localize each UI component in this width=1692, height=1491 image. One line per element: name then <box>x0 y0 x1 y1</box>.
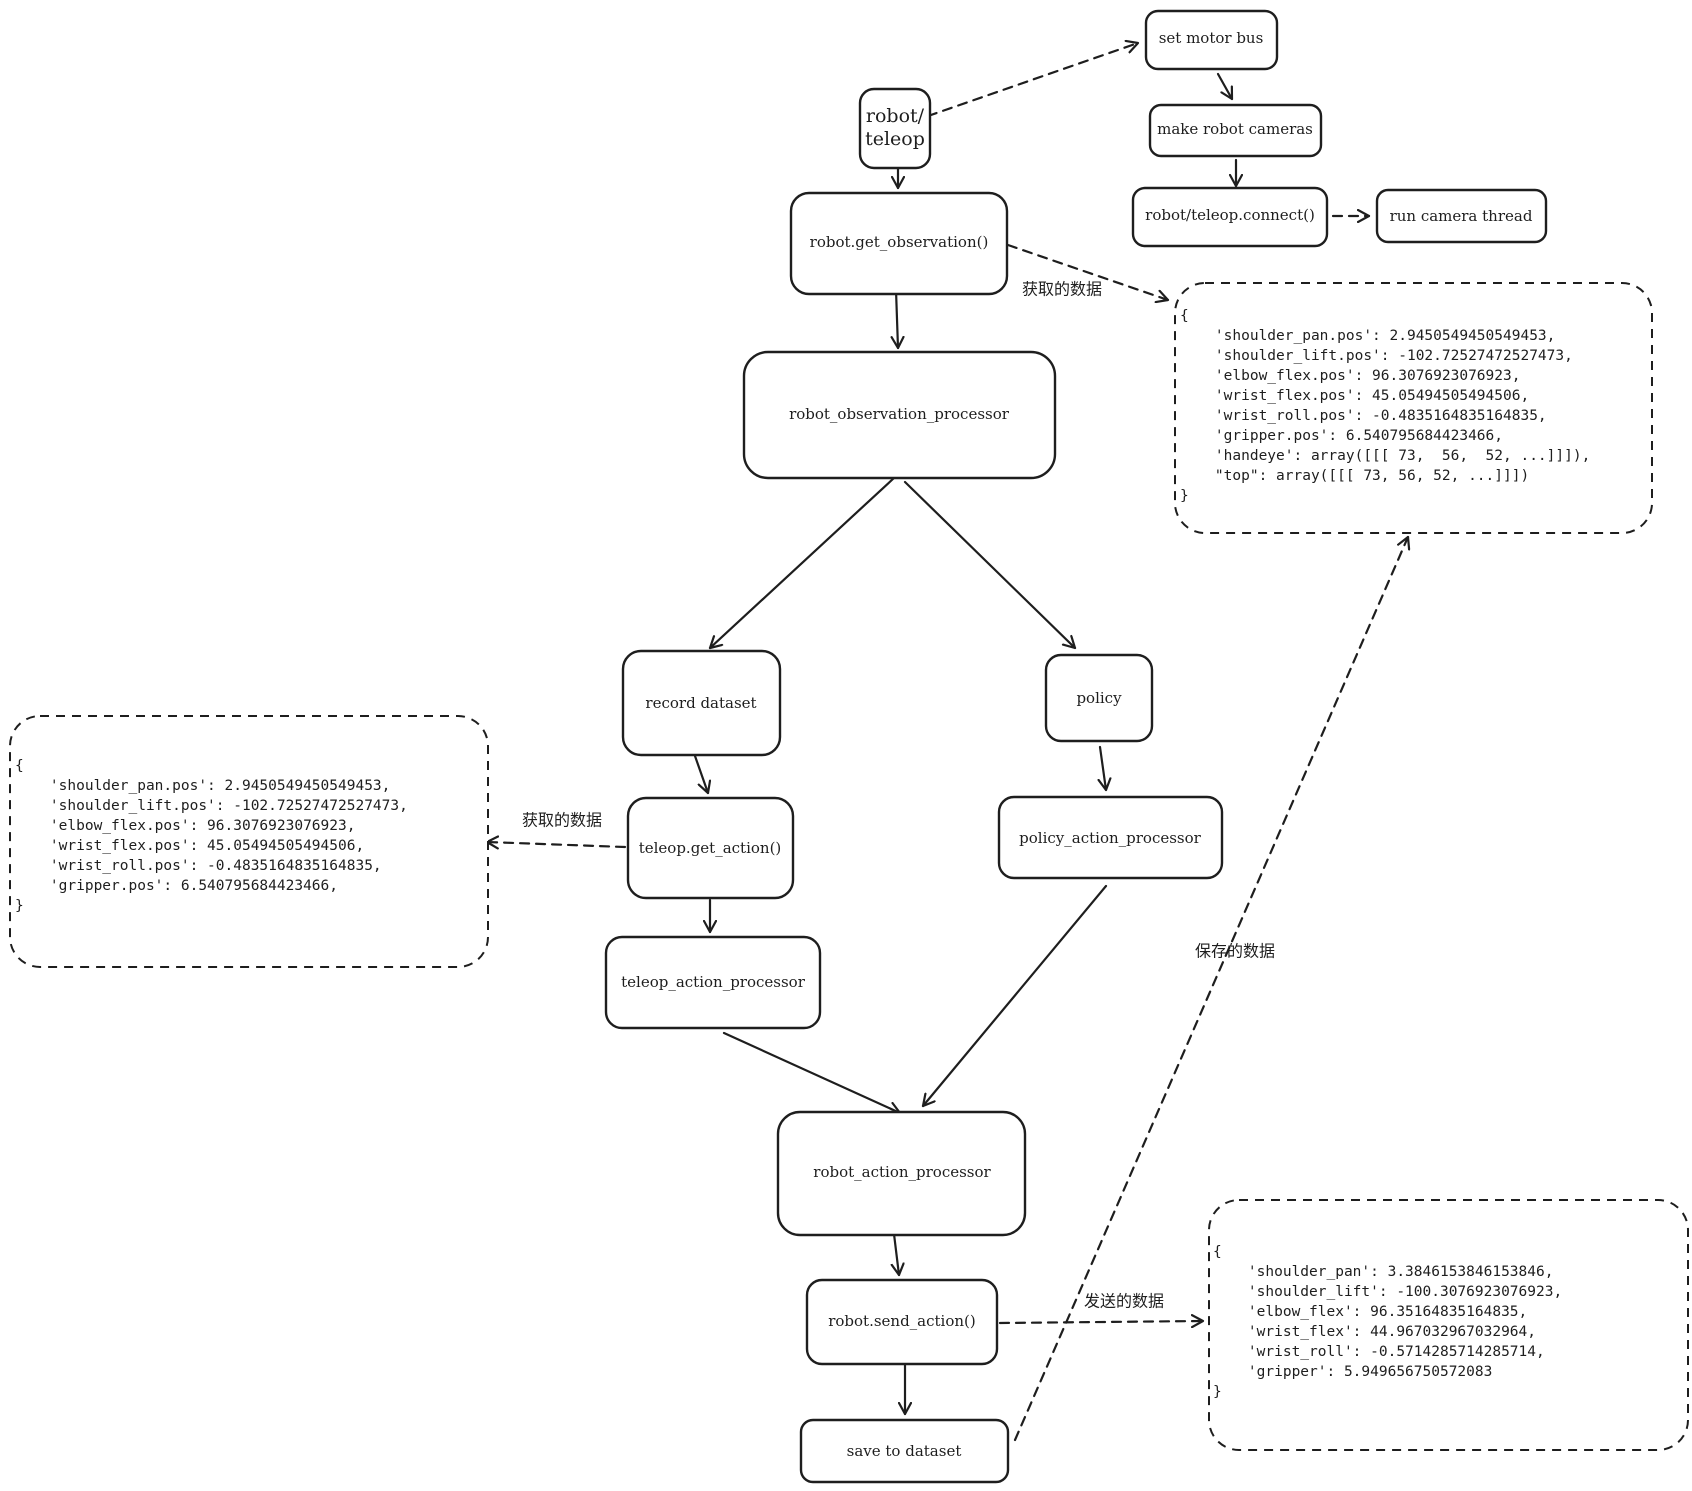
node-set-motor-bus: set motor bus <box>1144 9 1279 71</box>
edge-teleop-processor-to-robot-processor <box>722 1031 902 1113</box>
edge-label-action-data: 获取的数据 <box>522 811 602 830</box>
node-teleop-action-processor: teleop_action_processor <box>604 935 822 1030</box>
edge-processor-to-record-dataset <box>708 476 896 650</box>
note-observation-line-8: "top": array([[[ 73, 56, 52, ...]]]) <box>1180 468 1529 484</box>
node-teleop-get-action: teleop.get_action() <box>626 796 795 900</box>
node-run-camera-thread: run camera thread <box>1375 188 1548 244</box>
edge-robot-processor-to-send-action <box>894 1232 899 1277</box>
node-robot-action-processor-label: robot_action_processor <box>813 1163 991 1181</box>
note-teleop-action-line-2: 'shoulder_lift.pos': -102.72527472527473… <box>15 798 408 814</box>
note-observation-line-0: { <box>1180 308 1189 324</box>
note-observation-line-7: 'handeye': array([[[ 73, 56, 52, ...]]])… <box>1180 448 1590 464</box>
node-send-action: robot.send_action() <box>805 1278 999 1366</box>
edge-send-action-to-sent-note <box>998 1321 1205 1323</box>
node-set-motor-bus-label: set motor bus <box>1159 29 1264 47</box>
node-run-camera-thread-label: run camera thread <box>1390 207 1533 225</box>
note-teleop-action-line-4: 'wrist_flex.pos': 45.05494505494506, <box>15 838 364 854</box>
note-sent-action-line-4: 'wrist_flex': 44.967032967032964, <box>1213 1324 1536 1340</box>
note-sent-action-line-3: 'elbow_flex': 96.35164835164835, <box>1213 1304 1527 1320</box>
node-observation-processor-label: robot_observation_processor <box>789 405 1010 423</box>
edge-label-observation-data: 获取的数据 <box>1022 280 1102 299</box>
node-policy-label: policy <box>1076 689 1122 707</box>
note-teleop-action-line-5: 'wrist_roll.pos': -0.4835164835164835, <box>15 858 382 874</box>
node-policy: policy <box>1044 653 1154 743</box>
note-observation-line-5: 'wrist_roll.pos': -0.4835164835164835, <box>1180 408 1547 424</box>
node-record-dataset: record dataset <box>621 649 782 757</box>
note-teleop-action-line-7: } <box>15 898 24 914</box>
node-robot-teleop-line-2: teleop <box>865 128 925 150</box>
note-observation-line-1: 'shoulder_pan.pos': 2.9450549450549453, <box>1180 328 1555 344</box>
note-observation-line-2: 'shoulder_lift.pos': -102.72527472527473… <box>1180 348 1573 364</box>
note-observation-data: { 'shoulder_pan.pos': 2.9450549450549453… <box>1174 282 1653 534</box>
node-policy-action-processor: policy_action_processor <box>997 795 1224 880</box>
node-save-to-dataset-label: save to dataset <box>847 1442 962 1460</box>
note-sent-action-line-0: { <box>1213 1244 1222 1260</box>
note-sent-action-line-1: 'shoulder_pan': 3.3846153846153846, <box>1213 1264 1553 1280</box>
edge-label-sent-data: 发送的数据 <box>1084 1292 1164 1311</box>
node-teleop-get-action-label: teleop.get_action() <box>639 839 782 857</box>
node-record-dataset-label: record dataset <box>645 694 756 712</box>
note-observation-line-6: 'gripper.pos': 6.540795684423466, <box>1180 428 1503 444</box>
note-sent-action-line-5: 'wrist_roll': -0.5714285714285714, <box>1213 1344 1545 1360</box>
node-policy-action-processor-label: policy_action_processor <box>1019 829 1201 847</box>
edge-record-dataset-to-get-action <box>693 754 708 795</box>
note-teleop-action-line-1: 'shoulder_pan.pos': 2.9450549450549453, <box>15 778 390 794</box>
note-teleop-action-line-6: 'gripper.pos': 6.540795684423466, <box>15 878 338 894</box>
edge-get-action-to-action-note <box>485 842 627 847</box>
node-save-to-dataset: save to dataset <box>799 1418 1010 1484</box>
node-connect: robot/teleop.connect() <box>1131 186 1329 248</box>
edge-teleop-to-motor-bus <box>926 43 1140 118</box>
note-observation-line-3: 'elbow_flex.pos': 96.3076923076923, <box>1180 368 1520 384</box>
edge-label-saved-data: 保存的数据 <box>1195 942 1275 961</box>
node-send-action-label: robot.send_action() <box>828 1312 976 1330</box>
edge-get-observation-to-observation-note <box>1006 243 1170 300</box>
node-observation-processor: robot_observation_processor <box>742 350 1057 480</box>
node-make-robot-cameras-label: make robot cameras <box>1157 120 1313 138</box>
note-teleop-action-line-0: { <box>15 758 24 774</box>
edge-motor-bus-to-cameras <box>1216 72 1234 101</box>
node-get-observation-label: robot.get_observation() <box>810 233 989 251</box>
node-robot-action-processor: robot_action_processor <box>776 1110 1027 1237</box>
edge-get-observation-to-processor <box>896 288 898 350</box>
node-robot-teleop-line-1: robot/ <box>866 105 925 127</box>
node-robot-teleop: robot/ teleop <box>858 87 932 170</box>
note-teleop-action-line-3: 'elbow_flex.pos': 96.3076923076923, <box>15 818 355 834</box>
edge-save-to-observation-note <box>1013 535 1408 1442</box>
note-sent-action-line-6: 'gripper': 5.949656750572083 <box>1213 1364 1492 1380</box>
note-sent-action-line-7: } <box>1213 1384 1222 1400</box>
node-teleop-action-processor-label: teleop_action_processor <box>621 973 806 991</box>
note-sent-action-line-2: 'shoulder_lift': -100.3076923076923, <box>1213 1284 1562 1300</box>
edge-policy-to-policy-processor <box>1100 745 1106 792</box>
note-observation-line-9: } <box>1180 488 1189 504</box>
note-teleop-action-data: { 'shoulder_pan.pos': 2.9450549450549453… <box>9 715 489 968</box>
node-connect-label: robot/teleop.connect() <box>1145 206 1315 224</box>
edge-processor-to-policy <box>903 480 1077 650</box>
note-sent-action-data: { 'shoulder_pan': 3.3846153846153846, 's… <box>1208 1199 1689 1451</box>
node-make-robot-cameras: make robot cameras <box>1148 103 1323 158</box>
edge-policy-processor-to-robot-processor <box>921 884 1108 1108</box>
note-observation-line-4: 'wrist_flex.pos': 45.05494505494506, <box>1180 388 1529 404</box>
node-get-observation: robot.get_observation() <box>789 191 1009 296</box>
